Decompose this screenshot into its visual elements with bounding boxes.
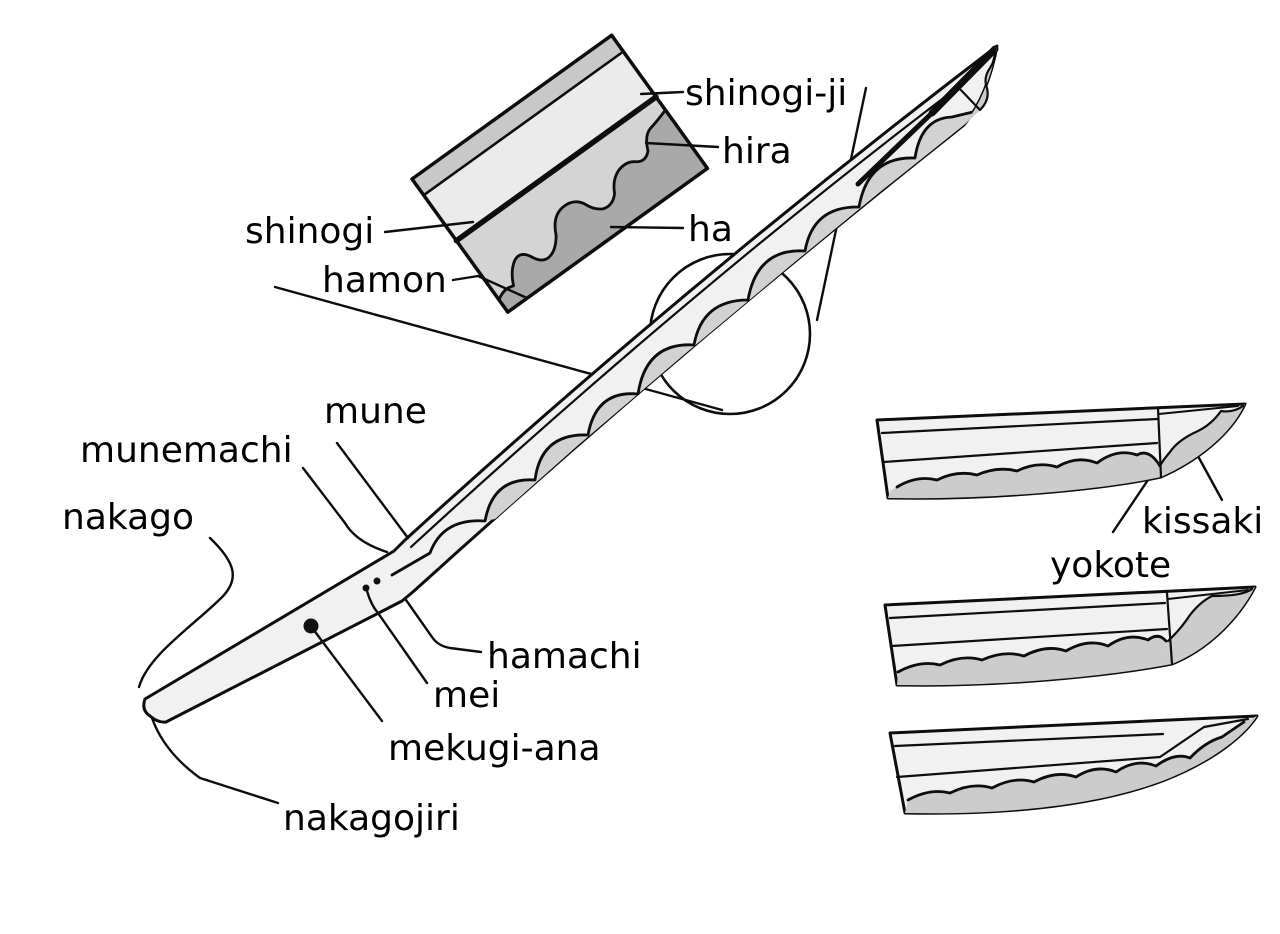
inset-mune-ridge-line <box>422 50 625 197</box>
tip1-boshi <box>1158 404 1245 468</box>
label-shinogi: shinogi <box>245 211 374 252</box>
ha-leader <box>609 225 685 230</box>
nakagojiri-leader <box>150 716 280 805</box>
tip-variant-2 <box>883 585 1257 687</box>
inset-panel <box>410 33 710 314</box>
tip3-mune-ridge <box>893 732 1165 748</box>
hamon-scallops <box>485 112 977 521</box>
mei-dot-2 <box>373 577 381 585</box>
hamon-leader <box>451 274 529 300</box>
tip2-hamon <box>896 634 1168 674</box>
main-blade <box>142 44 999 724</box>
mekugi-ana-hole <box>303 618 319 634</box>
mei-leader <box>365 589 429 685</box>
tip2-kissaki-gray <box>1166 587 1255 664</box>
label-hamon: hamon <box>322 260 447 301</box>
label-ha: ha <box>688 209 733 250</box>
leader-lines <box>137 90 1224 805</box>
inset-mune-band <box>412 35 624 196</box>
label-nakago: nakago <box>62 497 194 538</box>
tip2-boshi <box>1166 587 1254 643</box>
label-kissaki: kissaki <box>1142 501 1263 542</box>
inset-ha-region <box>499 109 708 313</box>
tip2-kissaki-ridge <box>1167 589 1249 600</box>
labels: shinogi-ji hira ha shinogi hamon mune mu… <box>62 73 1263 839</box>
tip2-yokote <box>1165 591 1174 666</box>
mekugi-ana-leader <box>311 627 384 723</box>
tip1-yokote <box>1156 406 1163 479</box>
tip1-shinogi <box>882 441 1159 464</box>
label-mei: mei <box>433 675 500 716</box>
mune-leader <box>335 441 410 540</box>
kissaki-back-edge <box>928 45 999 117</box>
tip1-kissaki-ridge <box>1158 405 1239 415</box>
hira-leader <box>644 141 720 149</box>
magnifier-tangent-left <box>273 285 724 412</box>
tip1-hamon <box>895 451 1162 489</box>
shinogi-leader <box>383 220 475 234</box>
label-hamachi: hamachi <box>487 636 642 677</box>
munemachi-leader <box>301 466 389 554</box>
tip2-shinogi <box>890 627 1169 648</box>
upper-back-edge <box>855 110 935 187</box>
label-yokote: yokote <box>1050 545 1171 586</box>
tip1-kissaki-gray <box>1160 404 1245 477</box>
label-munemachi: munemachi <box>80 430 293 471</box>
nakago-brace <box>137 536 234 689</box>
mune-ridge-line <box>409 85 960 549</box>
label-shinogi-ji: shinogi-ji <box>685 73 847 114</box>
tip2-scallops <box>897 636 1172 686</box>
label-mekugi-ana: mekugi-ana <box>388 728 601 769</box>
inset-shinogi-ridge-line <box>453 94 659 244</box>
tip3-hamon <box>906 720 1246 802</box>
mei-dot-1 <box>362 584 370 592</box>
inset-hamon-line <box>497 108 667 302</box>
boshi-line <box>978 50 998 112</box>
tip2-mune-ridge <box>888 601 1167 620</box>
tip-variant-1 <box>875 402 1247 500</box>
hamachi-leader <box>404 598 483 654</box>
yokote-line-main <box>956 85 982 112</box>
shinogi-ji-leader <box>639 90 685 96</box>
tip-variant-3 <box>888 714 1259 815</box>
tip1-scallops <box>888 452 1161 499</box>
inset-outline <box>410 33 710 314</box>
label-nakagojiri: nakagojiri <box>283 798 460 839</box>
tip1-mune-ridge <box>880 417 1159 435</box>
label-mune: mune <box>324 391 427 432</box>
hamon-line <box>390 109 979 577</box>
tip3-shinogi <box>895 717 1250 779</box>
label-hira: hira <box>722 131 792 172</box>
